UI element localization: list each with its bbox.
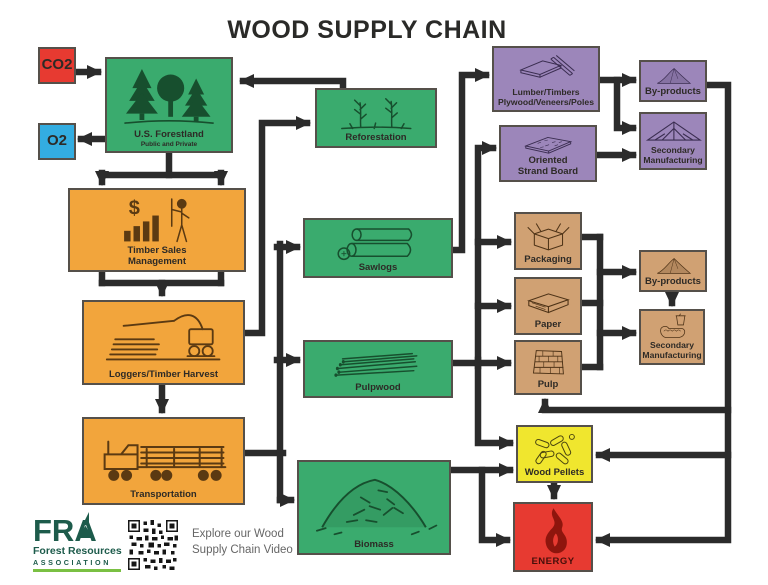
node-label: Secondary Manufacturing — [642, 340, 702, 360]
forest-trees-icon — [124, 68, 214, 124]
node-label: Loggers/Timber Harvest — [108, 368, 219, 380]
fra-logo: FRA Forest Resources ASSOCIATION — [33, 512, 133, 572]
node-label: By-products — [645, 85, 701, 97]
plywood-poles-icon — [519, 55, 575, 78]
node-label: Timber Sales Management — [127, 245, 187, 267]
node-label: Sawlogs — [358, 261, 398, 273]
qr-code — [128, 520, 178, 570]
cardboard-box-icon — [526, 223, 570, 251]
node-us-forestland: U.S. Forestland Public and Private — [105, 57, 233, 153]
wood-chips-icon — [316, 478, 438, 536]
node-co2: CO2 — [38, 47, 76, 84]
node-biomass: Biomass — [297, 460, 451, 555]
pulp-bale-icon — [532, 350, 564, 375]
node-label: Packaging — [524, 253, 572, 265]
connector-sawlogs-to-lumber — [448, 68, 490, 254]
node-label: Wood Pellets — [524, 466, 585, 478]
node-transportation: Transportation — [82, 417, 245, 505]
cup-tray-icon — [660, 313, 687, 338]
node-pulpwood: Pulpwood — [303, 340, 453, 398]
node-byproducts-tan: By-products — [639, 250, 707, 292]
fra-green-rule — [33, 569, 121, 572]
svg-text:$: $ — [129, 197, 140, 219]
node-lumber-timbers: Lumber/Timbers Plywood/Veneers/Poles — [492, 46, 600, 112]
node-label: Oriented Strand Board — [517, 155, 579, 177]
node-label: Pulpwood — [355, 381, 401, 393]
node-label: By-products — [645, 275, 701, 287]
node-packaging: Packaging — [514, 212, 582, 270]
connector-reforestation-to-forestland — [239, 74, 347, 95]
node-label: CO2 — [41, 56, 73, 74]
roof-truss-icon — [645, 121, 702, 141]
node-o2: O2 — [38, 123, 76, 160]
log-loader-icon — [106, 314, 221, 361]
node-byproducts-purple: By-products — [639, 60, 707, 102]
paper-ream-icon — [526, 293, 570, 314]
connector-lumber-to-secondary — [613, 76, 637, 135]
node-label: Lumber/Timbers Plywood/Veneers/Poles — [497, 87, 594, 107]
node-loggers-timber-harvest: Loggers/Timber Harvest — [82, 300, 245, 385]
osb-panel-icon — [523, 136, 573, 154]
node-paper: Paper — [514, 277, 582, 335]
node-secondary-manufacturing-tan: Secondary Manufacturing — [639, 309, 705, 365]
sawdust-pile-icon — [656, 68, 691, 84]
node-sawlogs: Sawlogs — [303, 218, 453, 278]
node-timber-sales-management: $ Timber Sales Management — [68, 188, 246, 272]
pulpwood-rods-icon — [334, 352, 418, 377]
fra-acronym-graphic: FRA — [33, 512, 97, 548]
node-label: Paper — [534, 318, 562, 330]
connector-loggers-to-reforestation — [241, 116, 311, 337]
node-wood-pellets: Wood Pellets — [516, 425, 593, 483]
dollar-chart-forester-icon: $ — [124, 197, 190, 243]
video-caption: Explore our Wood Supply Chain Video — [192, 528, 293, 556]
node-label: Reforestation — [345, 131, 407, 143]
sawdust-pile-icon — [656, 258, 691, 274]
node-label: ENERGY — [531, 555, 575, 567]
node-label: Transportation — [130, 488, 197, 500]
logs-icon — [337, 228, 413, 261]
node-label: Pulp — [537, 378, 559, 390]
seedlings-icon — [340, 98, 412, 130]
node-oriented-strand-board: Oriented Strand Board — [499, 125, 597, 182]
fra-line1: Forest Resources — [33, 545, 122, 557]
node-label: Secondary Manufacturing — [643, 145, 703, 165]
flame-icon — [545, 508, 567, 554]
diagram-title: WOOD SUPPLY CHAIN — [227, 16, 507, 44]
connector-pulpwood-to-osb — [474, 141, 497, 370]
node-energy: ENERGY — [513, 502, 593, 572]
node-sublabel: Public and Private — [140, 141, 198, 148]
node-reforestation: Reforestation — [315, 88, 437, 148]
log-truck-icon — [103, 440, 227, 481]
connector-byproducts-to-energy-return — [595, 81, 732, 547]
pellets-icon — [535, 433, 575, 465]
fra-line2: ASSOCIATION — [33, 558, 111, 567]
node-label: O2 — [46, 132, 67, 150]
pine-tree-icon — [77, 512, 93, 538]
connector-pulpwood-to-pellets — [474, 356, 514, 450]
node-pulp: Pulp — [514, 340, 582, 395]
connector-return-to-pulp — [538, 398, 732, 414]
node-secondary-manufacturing-purple: Secondary Manufacturing — [639, 112, 707, 170]
connector-biomass-to-energy — [478, 466, 511, 547]
node-label: U.S. Forestland — [134, 128, 204, 140]
node-label: Biomass — [354, 538, 394, 550]
